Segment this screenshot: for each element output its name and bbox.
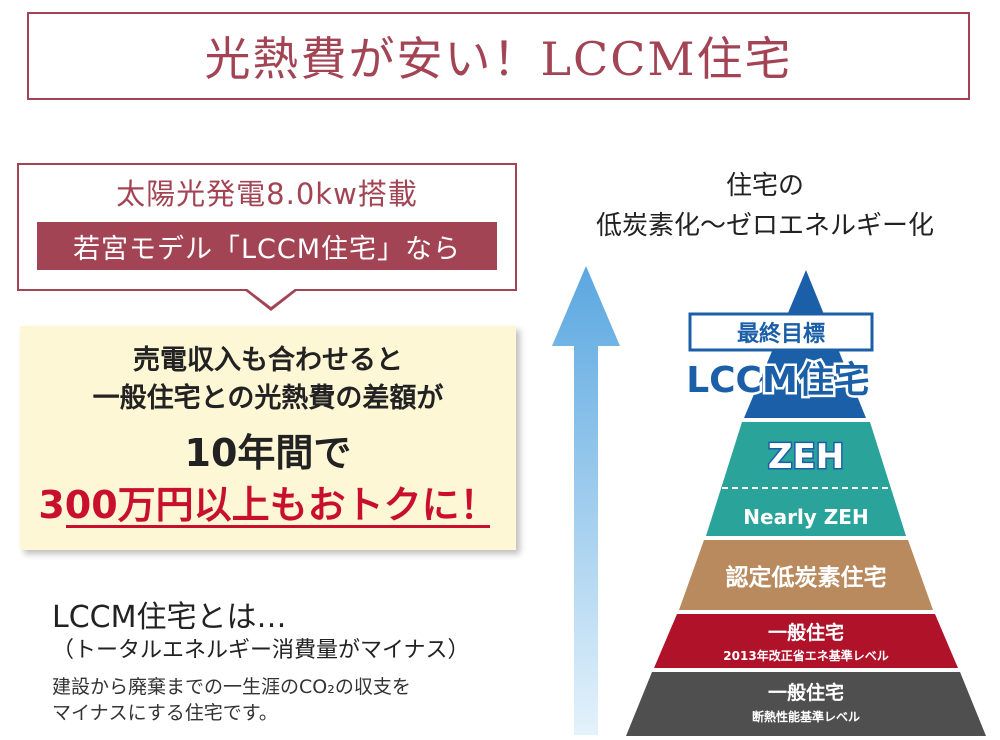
lccm-definition-body-line1: 建設から廃棄までの一生涯のCO₂の収支を [52,676,411,698]
savings-line-1: 売電収入も合わせると [133,345,403,376]
pyramid-label-lccm: LCCM住宅 [686,359,870,401]
pyramid-label-zeh: ZEH [768,437,844,477]
diagram-heading-line2: 低炭素化〜ゼロエネルギー化 [596,211,934,241]
callout-pointer-inner [246,288,296,307]
callout-solar-text: 太陽光発電8.0kw搭載 [116,177,418,211]
pyramid-label-general-insulation: 一般住宅 [768,681,844,704]
housing-pyramid-diagram: 住宅の 低炭素化〜ゼロエネルギー化 最終目標 LCCM住宅 ZEH Nearly… [552,171,986,736]
pyramid-note-general-2013: 2013年改正省エネ基準レベル [723,648,888,663]
lccm-definition-subtitle: （トータルエネルギー消費量がマイナス） [52,638,470,663]
pyramid-label-nearly-zeh: Nearly ZEH [743,505,868,529]
pyramid-level-general-insulation [626,672,986,736]
pyramid-note-general-insulation: 断熱性能基準レベル [752,709,860,724]
savings-line-3: 10年間で [184,431,352,475]
lccm-definition-body-line2: マイナスにする住宅です。 [52,702,278,724]
upward-arrow-icon [552,266,620,735]
pyramid-level-general-2013 [654,614,958,668]
savings-underline [66,525,490,528]
savings-amount: 300万円以上もおトクに！ [38,483,498,527]
callout-box: 太陽光発電8.0kw搭載 若宮モデル「LCCM住宅」なら [17,163,517,291]
goal-badge-label: 最終目標 [737,321,825,347]
diagram-heading-line1: 住宅の [726,171,804,201]
lccm-definition-body: 建設から廃棄までの一生涯のCO₂の収支を マイナスにする住宅です。 [52,674,411,726]
pyramid-label-general-2013: 一般住宅 [768,621,844,644]
pyramid-level-certified [679,540,933,610]
savings-highlight-box: 売電収入も合わせると 一般住宅との光熱費の差額が 10年間で 300万円以上もお… [20,326,516,550]
pyramid-label-certified: 認定低炭素住宅 [726,564,887,591]
page-title: 光熱費が安い！LCCM住宅 [204,32,793,86]
savings-line-2: 一般住宅との光熱費の差額が [92,383,444,414]
goal-badge-box [688,312,874,352]
pyramid-level-zeh [706,422,906,536]
callout-model-banner: 若宮モデル「LCCM住宅」なら [37,222,497,270]
title-box: 光熱費が安い！LCCM住宅 [27,12,970,100]
lccm-definition-title: LCCM住宅とは… [52,600,287,635]
